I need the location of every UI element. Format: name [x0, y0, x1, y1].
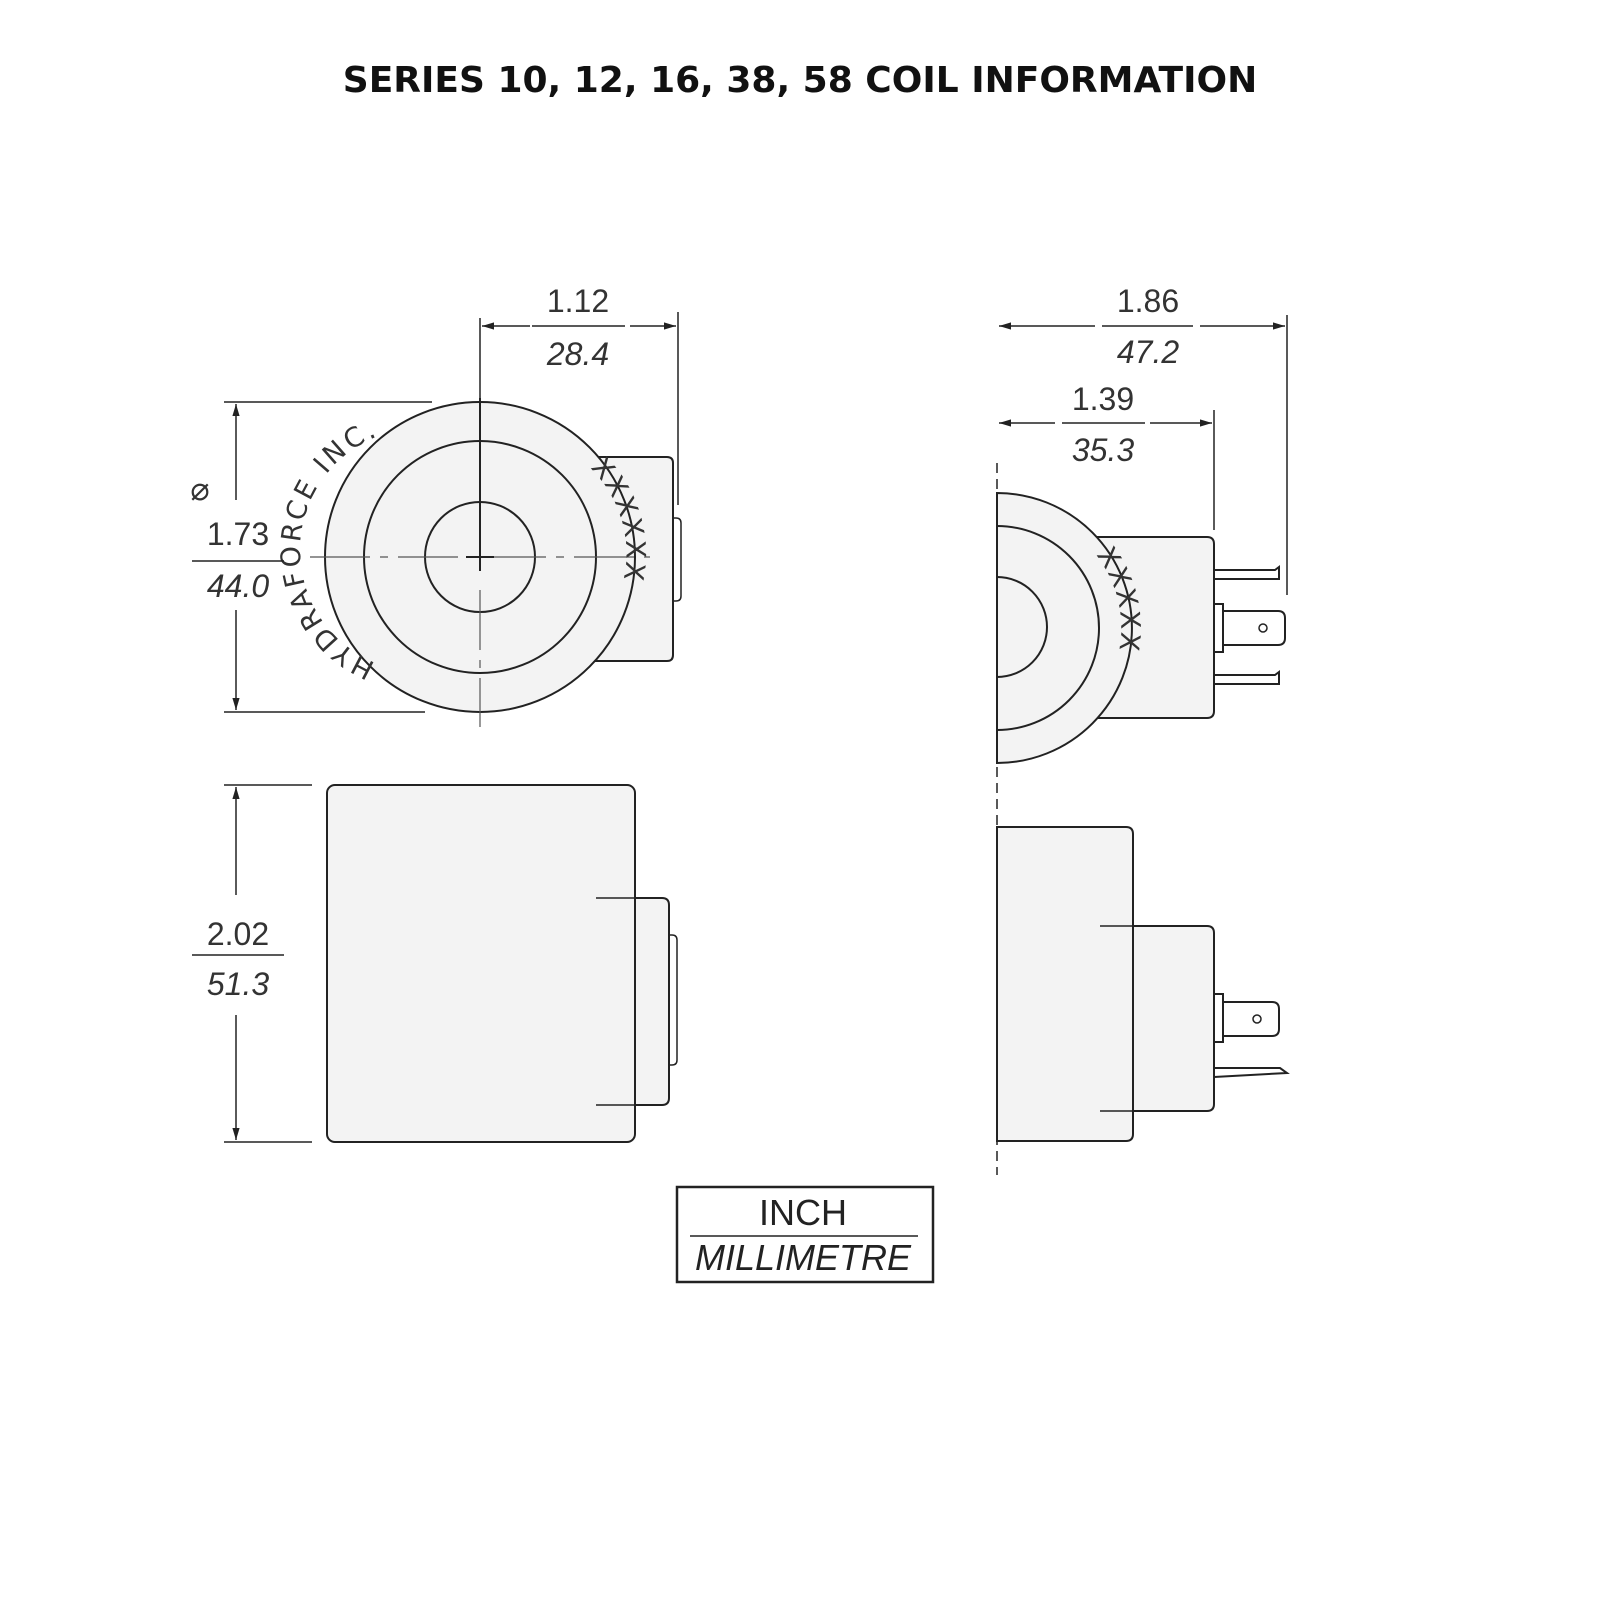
dim-value-mm: 35.3	[1072, 432, 1134, 468]
terminal-base	[1213, 993, 1224, 1043]
dim-value-mm: 28.4	[546, 336, 609, 372]
side-connector-tab	[669, 934, 678, 1066]
right-lower-coil-body	[996, 826, 1134, 1142]
diameter-symbol: ⌀	[190, 471, 209, 507]
coil-body-side	[326, 784, 636, 1143]
dim-value-inch: 2.02	[207, 916, 269, 952]
terminal-base	[1213, 603, 1224, 653]
dim-value-mm: 51.3	[207, 966, 269, 1002]
terminal-upper	[1223, 1001, 1280, 1037]
terminal-middle	[1223, 610, 1286, 646]
front-connector-tab	[673, 517, 682, 602]
dim-value-inch: 1.12	[547, 283, 609, 319]
dim-height: 2.02 51.3	[192, 784, 312, 1143]
half-coil-outer	[996, 491, 1133, 765]
right-upper-view: XXXXX	[996, 491, 1286, 765]
front-view: HYDRAFORCE INC. XXXXXX	[276, 398, 682, 727]
dim-diameter: ⌀ 1.73 44.0	[190, 401, 432, 713]
right-lower-view	[996, 826, 1290, 1142]
half-coil-ring	[996, 525, 1100, 731]
dim-value-inch: 1.39	[1072, 381, 1134, 417]
page-title: SERIES 10, 12, 16, 38, 58 COIL INFORMATI…	[343, 60, 1257, 101]
dim-connector-length: 1.39 35.3	[999, 381, 1215, 530]
terminal-lower	[1213, 1067, 1290, 1078]
terminal-bottom	[1214, 670, 1280, 685]
terminal-top	[1214, 565, 1280, 580]
legend-inch: INCH	[759, 1192, 847, 1233]
units-legend: INCH MILLIMETRE	[675, 1185, 935, 1284]
terminal-hole	[1252, 1014, 1262, 1024]
dim-value-inch: 1.73	[207, 516, 269, 552]
dim-connector-offset: 1.12 28.4	[479, 283, 679, 505]
dim-overall-length: 1.86 47.2	[999, 283, 1288, 595]
dim-value-mm: 47.2	[1117, 334, 1179, 370]
dim-value-mm: 44.0	[207, 568, 269, 604]
legend-box	[675, 1185, 935, 1284]
legend-millimetre: MILLIMETRE	[695, 1237, 912, 1278]
terminal-hole	[1258, 623, 1268, 633]
front-side-view	[326, 784, 678, 1143]
dim-value-inch: 1.86	[1117, 283, 1179, 319]
half-coil-bore	[996, 576, 1048, 678]
